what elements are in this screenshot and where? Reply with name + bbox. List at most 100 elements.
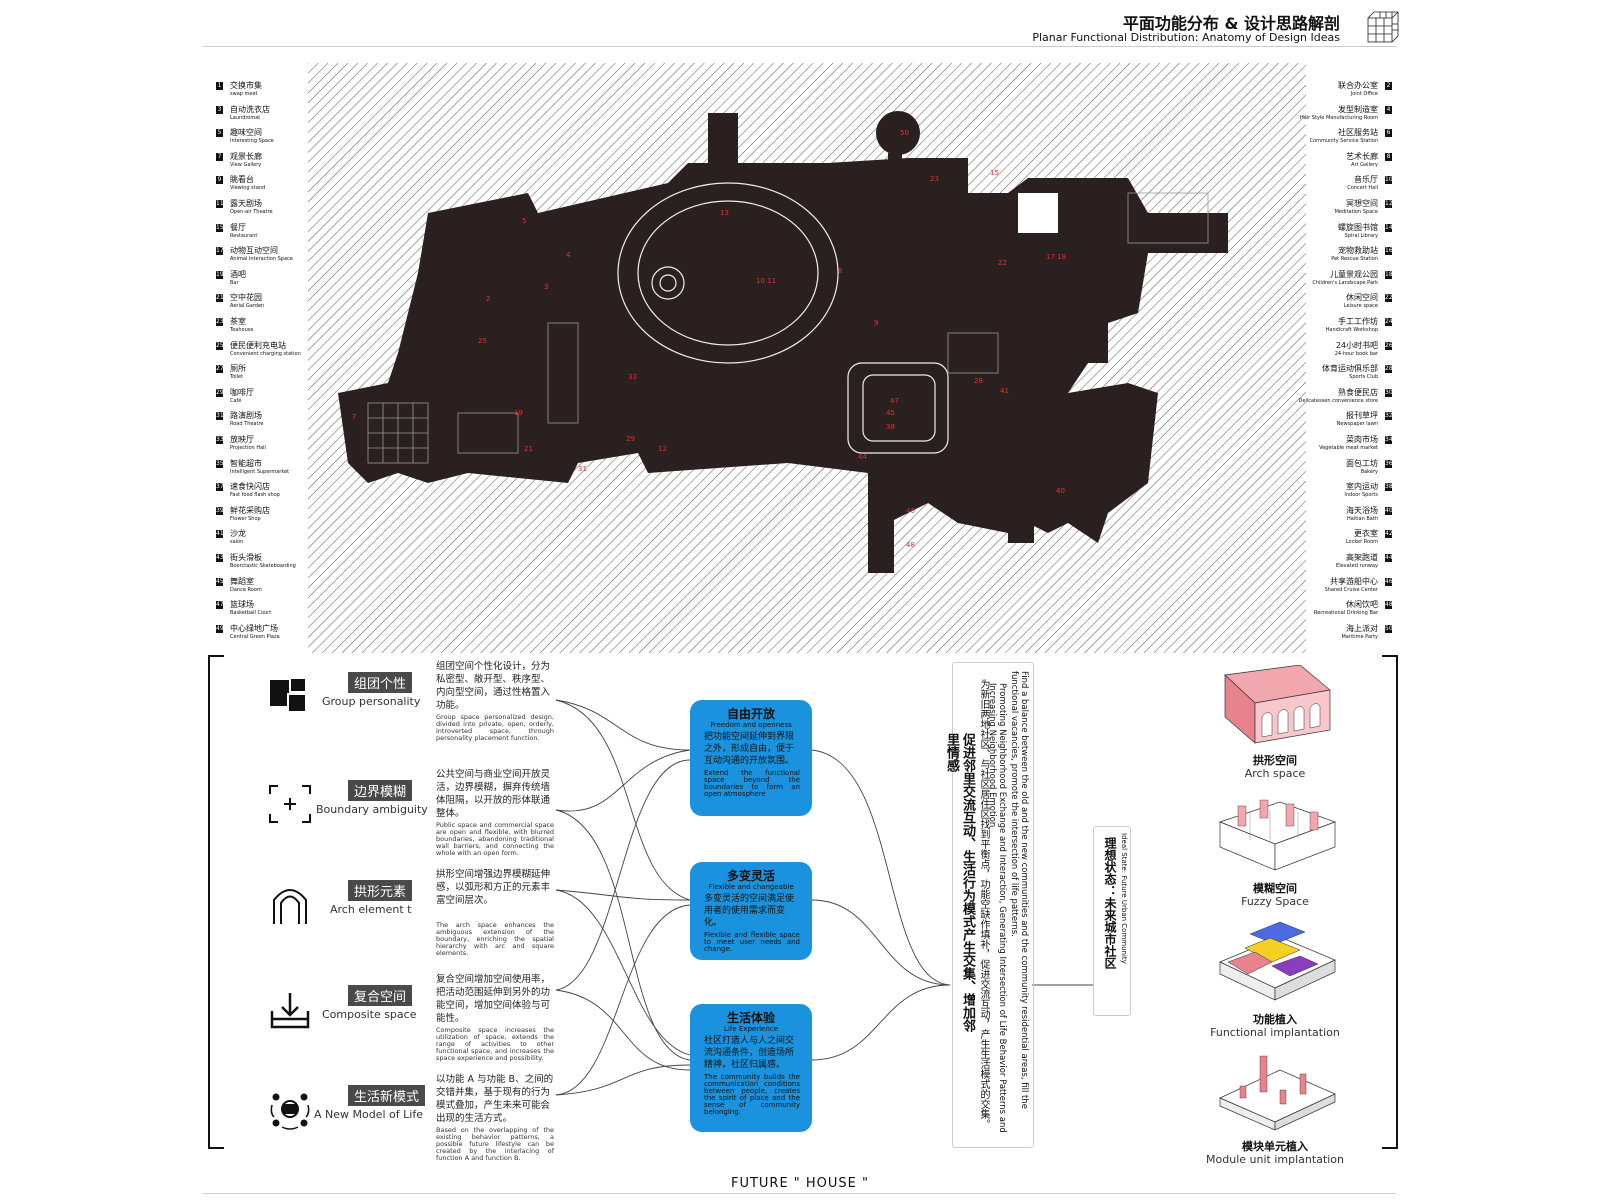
ideal-state-card: Ideal State: Future Urban Community 理想状态… [1093,826,1131,1016]
legend-label-en: Restaurant [230,232,258,239]
legend-label-zh: 速食快闪店 [230,482,270,492]
legend-label-en: Projection Hall [230,445,266,451]
legend-number: 5 [216,129,223,138]
ideal-state-en: Ideal State: Future Urban Community [1120,833,1128,964]
legend-label-zh: 报刊草坪 [1346,411,1378,421]
legend-number: 31 [216,412,224,421]
legend-label-zh: 趣味空间 [230,128,262,138]
plan-room-label: 22 [998,259,1007,267]
plan-room-label: 4 [566,251,571,259]
legend-label-zh: 露天剧场 [230,199,262,208]
legend-label-zh: 茶室 [230,317,246,326]
legend-number: 40 [1385,506,1393,515]
plan-room-label: 19 [514,409,523,417]
legend-number: 23 [216,318,224,326]
legend-label-zh: 海天浴场 [1346,505,1378,515]
plan-room-label: 21 [524,445,533,453]
legend-label-zh: 观景长廊 [230,151,262,161]
plan-room-label: 41 [1000,387,1009,395]
legend-label-zh: 菜肉市场 [1346,435,1378,444]
legend-label-en: Open-air Theatre [230,209,273,215]
legend-label-en: Recreational Drinking Bar [1313,610,1378,617]
illustration-2-en: Fuzzy Space [1241,895,1309,908]
legend-number: 17 [216,247,224,256]
legend-label-zh: 儿童景观公园 [1330,269,1378,279]
legend-label-zh: 艺术长廊 [1346,151,1378,161]
legend-label-zh: 室内运动 [1346,482,1378,492]
functional-implantation-illustration [1219,922,1336,1001]
legend-number: 44 [1385,554,1393,562]
legend-number: 1 [216,82,223,90]
legend-number: 29 [216,388,224,397]
legend-label-zh: 体育运动俱乐部 [1322,364,1378,374]
legend-label-en: Laundromat [230,114,261,121]
plan-room-label: 47 [890,397,899,405]
legend-label-zh: 自动洗衣店 [230,104,270,114]
illustration-2-zh: 模糊空间 [1253,882,1297,895]
illustration-4-zh: 模块单元植入 [1242,1140,1308,1153]
legend-number: 46 [1385,577,1393,586]
legend-label-zh: 手工工作坊 [1338,317,1378,326]
bracket-right [1382,655,1398,1149]
synthesis-en-2: Promoting Neighborhood Exchange and Inte… [987,683,1007,1133]
legend-label-en: swap meet [230,91,258,97]
illustration-3-zh: 功能植入 [1253,1013,1297,1026]
legend-number: 3 [216,105,223,114]
legend-label-en: Children's Landscape Park [1312,279,1378,286]
plan-interior-lines [367,192,1209,464]
synthesis-en-1: Find a balance between the old and the n… [1009,671,1029,1110]
legend-label-en: Intelligent Supermarket [230,468,290,475]
principle-title: 多变灵活 [726,869,775,883]
legend-label-en: Road Theatre [230,421,264,428]
plan-room-label: 40 [1056,487,1065,495]
category-title-zh: 拱形元素 [348,880,413,901]
legend-number: 21 [216,294,224,303]
plan-room-label: 50 [900,129,909,137]
legend-label-zh: 中心绿地广场 [230,623,278,633]
legend-number: 42 [1385,530,1393,539]
legend-label-zh: 联合办公室 [1338,81,1378,90]
legend-label-zh: 面包工坊 [1346,458,1378,468]
plan-room-label: 8 [838,267,842,275]
category-desc-zh: 公共空间与商业空间开放灵活，边界模糊，摒弃传统墙体阻隔，以开放的形体联通整体。 [436,769,551,819]
legend-label-zh: 厕所 [230,364,246,374]
legend-label-en: Haitian Bath [1346,515,1378,522]
legend-label-en: View Gallery [230,161,262,168]
legend-label-en: Interesting Space [230,138,274,145]
legend-number: 38 [1385,483,1393,492]
synthesis-zh: 为新旧两地社区、与社区居住区找到平衡点，功能空缺作填补，促进交流互动，产生生活模… [978,679,989,1129]
principle-desc-zh: 社区打造人与人之间交流沟通条件，创造场所精神，社区归属感。 [704,1036,795,1070]
synthesis-card: Find a balance between the old and the n… [944,662,1034,1148]
legend-number: 45 [216,577,224,586]
legend-label-zh: 便民便利充电站 [230,340,286,350]
legend-number: 33 [216,436,224,444]
category-title-en: Composite space [322,1008,417,1021]
category-title-en: Boundary ambiguity [316,803,428,816]
legend-label-en: Vegetable meat market [1319,445,1378,451]
legend-label-en: Newspaper lawn [1336,421,1378,428]
plan-room-label: 17 18 [1046,253,1066,261]
